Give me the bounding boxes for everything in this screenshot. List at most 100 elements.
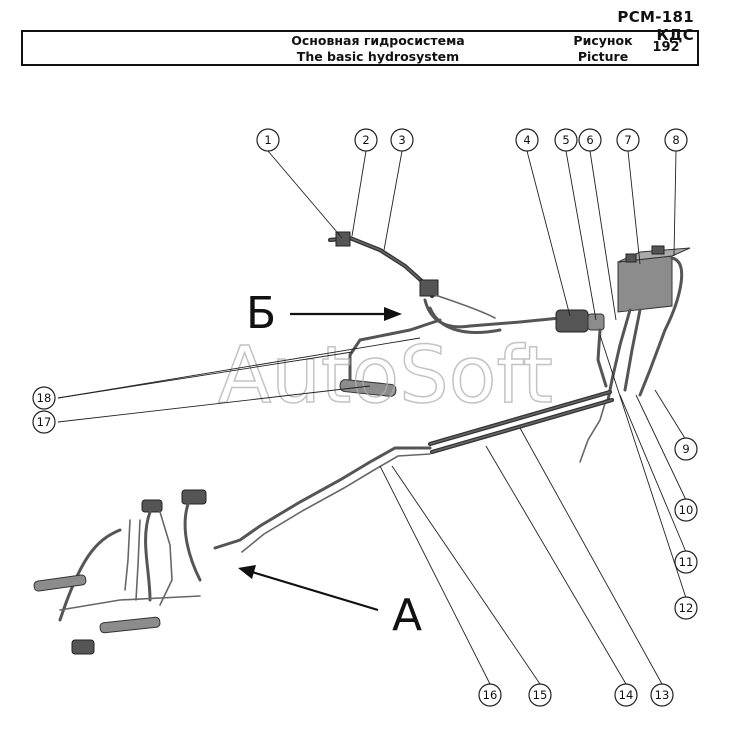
- callout-12: 12: [674, 596, 698, 620]
- callout-3: 3: [390, 128, 414, 152]
- main-line-a: [213, 446, 432, 550]
- leader-18b: [57, 337, 421, 399]
- leader-15: [391, 465, 541, 685]
- view-a-arrow-line: [251, 570, 379, 612]
- svg-text:10: 10: [679, 503, 694, 517]
- tank-line-8: [638, 256, 684, 397]
- leader-1: [267, 150, 343, 239]
- cylinder-17: [339, 379, 397, 397]
- leader-2: [351, 150, 367, 237]
- leader-4: [526, 150, 571, 317]
- oil-tank-7: [617, 255, 673, 313]
- valve-block-5: [587, 313, 605, 331]
- svg-text:16: 16: [483, 688, 498, 702]
- view-a-indicator: А: [238, 565, 422, 641]
- leader-3: [383, 150, 403, 251]
- svg-text:7: 7: [624, 133, 631, 147]
- tank-breather: [651, 245, 665, 255]
- piping-assembly: [33, 231, 691, 655]
- drain-line: [579, 399, 607, 463]
- svg-text:12: 12: [679, 601, 694, 615]
- leader-17: [57, 385, 371, 423]
- callout-13: 13: [650, 683, 674, 707]
- a-line-2: [144, 510, 152, 602]
- leader-10: [635, 394, 687, 501]
- callout-7: 7: [616, 128, 640, 152]
- svg-text:5: 5: [562, 133, 569, 147]
- svg-text:14: 14: [619, 688, 634, 702]
- callout-10: 10: [674, 498, 698, 522]
- view-b-letter: Б: [246, 288, 276, 339]
- leader-lines: [57, 150, 687, 685]
- callout-9: 9: [674, 437, 698, 461]
- figure-number: 192: [652, 40, 680, 55]
- cylinder-a-1: [33, 574, 87, 592]
- leader-5: [565, 150, 597, 321]
- long-line-13-inner: [429, 391, 611, 445]
- b-down-line: [348, 318, 442, 382]
- main-line-a-2: [241, 453, 431, 553]
- svg-text:4: 4: [523, 133, 530, 147]
- svg-text:1: 1: [264, 133, 271, 147]
- tank-line-5: [596, 328, 608, 388]
- callout-4: 4: [515, 128, 539, 152]
- tank-line-7: [623, 308, 642, 392]
- a-line-4: [135, 519, 141, 601]
- svg-text:2: 2: [362, 133, 369, 147]
- a-block-bottom: [71, 639, 95, 655]
- callout-17: 17: [32, 410, 56, 434]
- a-line-7: [59, 595, 201, 611]
- leader-14: [485, 445, 627, 685]
- callouts: 1 2 3 4 5 6 7 8 9 10 11 12 13 14 15 16 1…: [32, 128, 698, 707]
- svg-text:15: 15: [533, 688, 548, 702]
- svg-text:9: 9: [682, 442, 689, 456]
- leader-9: [654, 389, 687, 441]
- leader-7: [627, 150, 641, 265]
- tank-filler: [625, 253, 637, 263]
- b-line-3: [434, 294, 496, 319]
- leader-16: [379, 465, 491, 685]
- a-valve-1: [181, 489, 207, 505]
- view-b-indicator: Б: [246, 288, 402, 339]
- callout-2: 2: [354, 128, 378, 152]
- callout-18: 18: [32, 386, 56, 410]
- svg-text:8: 8: [672, 133, 679, 147]
- valve-block-4: [555, 309, 589, 333]
- figure-label-english: Picture: [577, 49, 629, 64]
- b-line-2: [428, 306, 502, 334]
- svg-text:13: 13: [655, 688, 670, 702]
- watermark: AutoSoft: [218, 331, 553, 421]
- title-block: Основная гидросистема The basic hydrosys…: [21, 30, 699, 66]
- figure-label-russian: Рисунок: [573, 33, 633, 48]
- cylinder-a-2: [99, 616, 161, 634]
- leader-12: [599, 334, 687, 599]
- leader-8: [673, 150, 677, 257]
- svg-text:17: 17: [37, 415, 52, 429]
- callout-16: 16: [478, 683, 502, 707]
- view-a-letter: А: [392, 590, 422, 641]
- upper-line-outer: [327, 235, 435, 299]
- leader-13: [519, 427, 663, 685]
- title-english: The basic hydrosystem: [296, 49, 460, 64]
- callout-1: 1: [256, 128, 280, 152]
- a-line-6: [58, 528, 122, 622]
- view-b-arrowhead: [384, 307, 402, 321]
- title-russian: Основная гидросистема: [291, 33, 465, 48]
- a-valve-2: [141, 499, 163, 513]
- b-line-1: [423, 298, 562, 329]
- upper-line-inner: [329, 237, 433, 297]
- view-a-arrowhead: [238, 565, 256, 579]
- leader-11: [619, 394, 687, 553]
- svg-text:3: 3: [398, 133, 405, 147]
- callout-14: 14: [614, 683, 638, 707]
- a-line-5: [159, 511, 173, 606]
- long-line-14-inner: [431, 399, 613, 453]
- a-line-3: [124, 519, 131, 591]
- svg-text:6: 6: [586, 133, 593, 147]
- callout-11: 11: [674, 550, 698, 574]
- leader-6: [589, 150, 617, 321]
- svg-text:11: 11: [679, 555, 694, 569]
- callout-15: 15: [528, 683, 552, 707]
- callout-6: 6: [578, 128, 602, 152]
